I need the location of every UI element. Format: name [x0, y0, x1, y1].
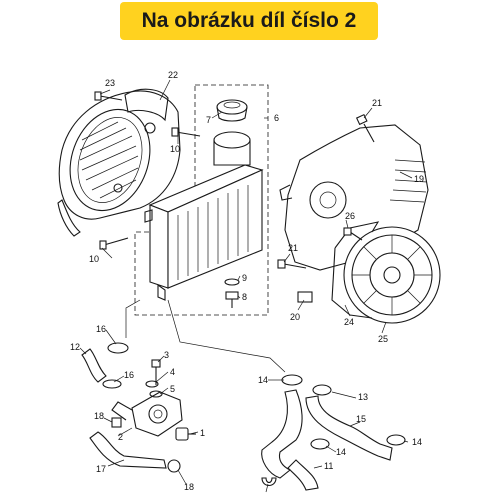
part-11-hose-lower	[287, 459, 319, 491]
callout-26: 26	[345, 211, 355, 221]
part-6-radiator	[144, 131, 264, 301]
part-9-oring	[224, 278, 240, 286]
callout-21-upper: 21	[372, 98, 382, 108]
callout-18-lower: 18	[184, 482, 194, 492]
callout-8: 8	[242, 292, 247, 302]
banner-text: Na obrázku díl číslo 2	[141, 9, 357, 32]
part-17-hose	[89, 431, 167, 469]
part-13-clip	[261, 477, 277, 487]
part-14-clamp-a	[281, 374, 303, 386]
part-12-hose	[81, 348, 107, 383]
bolt-10-lower	[99, 237, 129, 250]
callout-6: 6	[274, 113, 279, 123]
bolt-10-upper	[171, 127, 201, 137]
title-banner: Na obrázku díl číslo 2	[120, 2, 378, 40]
callout-10-upper: 10	[170, 144, 180, 154]
part-14-clamp-b	[312, 384, 332, 396]
callout-4: 4	[170, 367, 175, 377]
part-11-hose	[261, 389, 303, 479]
part-4-washer	[145, 380, 159, 388]
callout-7: 7	[206, 115, 211, 125]
part-22-shroud	[57, 88, 181, 237]
part-16-clamp-upper	[107, 342, 129, 354]
callout-20: 20	[290, 312, 300, 322]
bolt-26	[343, 227, 363, 241]
part-2-fitting	[111, 391, 183, 437]
callout-14-a: 14	[258, 375, 268, 385]
part-24-fan-housing	[331, 221, 380, 319]
callout-9: 9	[242, 273, 247, 283]
callout-24: 24	[344, 317, 354, 327]
callout-10-lower: 10	[89, 254, 99, 264]
leader-lines	[79, 79, 413, 493]
part-25-fan	[343, 226, 441, 324]
part-15-hose	[305, 395, 393, 461]
bolt-21-lower	[277, 259, 307, 269]
radiator-outlet-line	[125, 299, 286, 373]
callout-23: 23	[105, 78, 115, 88]
part-20-clip	[297, 291, 313, 303]
callout-15: 15	[356, 414, 366, 424]
part-14-clamp-c	[310, 438, 330, 450]
callout-17: 17	[96, 464, 106, 474]
callout-13: 13	[358, 392, 368, 402]
callout-11: 11	[324, 461, 333, 471]
bolt-23	[94, 91, 123, 101]
part-7-cap	[216, 99, 248, 122]
callout-16-lower: 16	[124, 370, 134, 380]
callout-5: 5	[170, 384, 175, 394]
callout-3: 3	[164, 350, 169, 360]
part-14-clamp-d	[386, 434, 406, 446]
callout-12: 12	[70, 342, 80, 352]
part-18-clip-upper	[111, 417, 122, 428]
part-16-clamp-lower	[102, 379, 122, 389]
callout-14-c: 14	[412, 437, 422, 447]
callout-14-b: 14	[336, 447, 346, 457]
callout-25: 25	[378, 334, 388, 344]
callout-1: 1	[200, 428, 205, 438]
callout-22: 22	[168, 70, 178, 80]
part-5-seal	[149, 390, 163, 398]
part-1-plug	[175, 427, 196, 441]
part-8-drain-bolt	[225, 291, 239, 308]
part-18-clip-lower	[167, 459, 181, 473]
callout-16-upper: 16	[96, 324, 106, 334]
callout-21-lower: 21	[288, 243, 298, 253]
callout-19: 19	[414, 174, 424, 184]
callout-labels: 23 22 7 6 10 21 19 26 21 9 8 10 20 24 25…	[70, 70, 424, 492]
callout-2: 2	[118, 432, 123, 442]
callout-18-upper: 18	[94, 411, 104, 421]
